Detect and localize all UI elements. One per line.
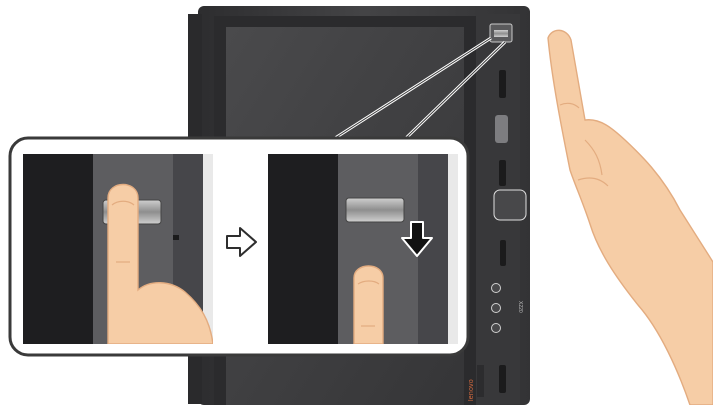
fingerprint-reader-sensor — [494, 30, 508, 37]
pointing-finger-icon — [548, 30, 713, 405]
side-button-1[interactable] — [492, 284, 501, 293]
side-slot-mid — [499, 160, 506, 186]
fingerprint-reader-sensor — [346, 198, 404, 222]
panel-screen-edge — [268, 154, 338, 344]
side-slot-bottom — [499, 365, 506, 393]
panel-screen-edge — [23, 154, 93, 344]
model-label: X220 — [513, 301, 523, 325]
step-panel-2 — [268, 154, 458, 344]
side-slot-lower — [500, 240, 506, 266]
step-panel-1 — [23, 154, 213, 344]
side-slot-top — [499, 70, 506, 98]
pointing-finger-icon — [354, 266, 383, 344]
brand-logo: lenovo — [468, 375, 480, 401]
side-button-3[interactable] — [492, 324, 501, 333]
stylus-holder[interactable] — [494, 190, 526, 220]
side-button-2[interactable] — [492, 304, 501, 313]
side-switch[interactable] — [495, 115, 508, 143]
